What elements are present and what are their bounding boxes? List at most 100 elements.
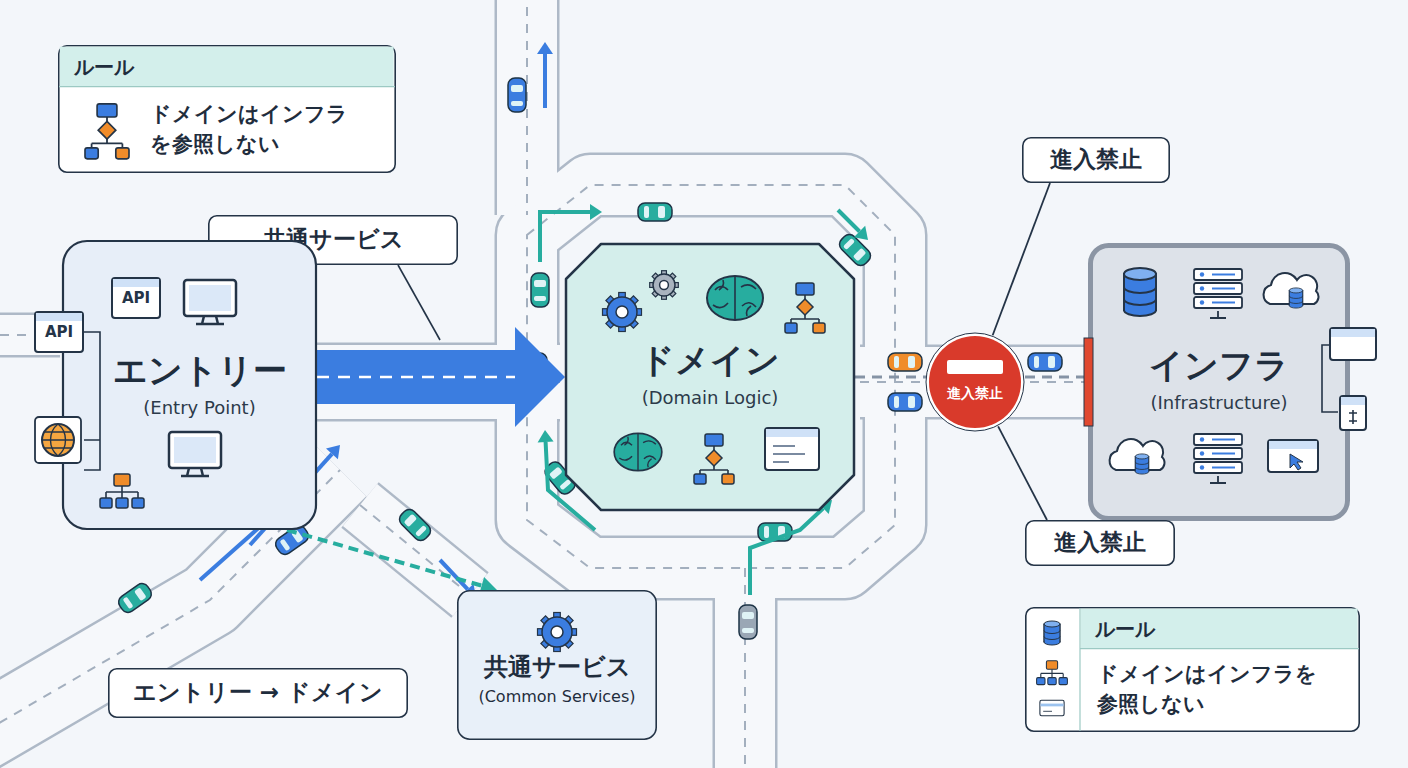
window-icon	[1340, 396, 1366, 430]
domain-region: ドメイン(Domain Logic)	[565, 243, 855, 511]
card-icon	[1040, 704, 1063, 707]
note-frame	[59, 46, 395, 172]
gear-icon	[633, 309, 642, 316]
car	[908, 356, 915, 368]
traffic-arrow	[854, 226, 868, 240]
server-icon	[1212, 439, 1235, 441]
server-icon	[1210, 311, 1226, 318]
connector-group	[998, 426, 1047, 520]
database-icon	[1289, 290, 1302, 305]
gear-icon	[653, 274, 675, 296]
node-title: 進入禁止	[1054, 528, 1146, 558]
server-icon	[1210, 476, 1226, 483]
car	[397, 507, 434, 544]
car	[404, 514, 417, 527]
window-icon	[773, 446, 805, 462]
leader-line	[398, 265, 440, 340]
icon-label: API	[35, 323, 83, 341]
note-divider	[1079, 608, 1080, 731]
flowchart-icon	[785, 283, 825, 333]
car	[888, 353, 922, 371]
connector-line	[287, 530, 484, 586]
no-entry-sign: 進入禁止	[925, 332, 1025, 432]
icon-connector	[1322, 345, 1338, 412]
note-frame	[1026, 608, 1359, 731]
region-outline	[1091, 246, 1348, 519]
text-area: ルールドメインはインフラ を参照しない	[58, 45, 396, 173]
window-icon	[112, 278, 160, 318]
gear-icon	[562, 637, 573, 648]
database-icon	[1135, 456, 1148, 471]
brain-icon	[614, 433, 662, 470]
database-icon	[1044, 621, 1060, 627]
brain-icon	[707, 276, 763, 320]
connector-line	[993, 183, 1050, 335]
gear-icon	[603, 309, 612, 316]
window-icon	[35, 312, 83, 352]
car	[888, 353, 922, 371]
server-icon	[1200, 286, 1204, 290]
car	[888, 393, 922, 411]
gear-icon	[551, 626, 563, 638]
window-icon	[1331, 329, 1375, 337]
node-subtitle: ドメインはインフラ を参照しない	[150, 99, 350, 160]
monitor-icon	[184, 280, 236, 316]
flowchart-icon	[785, 323, 797, 333]
window-icon	[36, 313, 82, 321]
node-title: エントリー	[113, 348, 287, 392]
car	[280, 539, 291, 552]
flowchart-icon	[116, 148, 129, 159]
connector-group	[287, 530, 497, 594]
flowchart-icon	[700, 446, 728, 474]
cloud-icon	[1264, 273, 1319, 304]
cloud-icon	[1264, 273, 1319, 304]
node-title: ルール	[1095, 616, 1155, 642]
server-icon	[1212, 302, 1235, 304]
gear-icon	[603, 293, 642, 332]
traffic-arrow	[537, 42, 553, 108]
traffic-arrow	[590, 204, 602, 220]
server-icon	[1194, 283, 1242, 294]
car	[638, 203, 672, 221]
window-icon	[1269, 441, 1317, 449]
car	[123, 597, 134, 610]
car	[888, 393, 922, 411]
sign-disc	[929, 336, 1021, 428]
callout-frame	[109, 669, 407, 717]
node-shape	[925, 332, 1025, 432]
text-area: ドメイン(Domain Logic)	[565, 338, 855, 410]
traffic-arrow	[540, 212, 590, 262]
node-subtitle: (Common Services)	[478, 687, 635, 708]
car	[291, 529, 304, 543]
car	[415, 525, 427, 537]
card-icon	[1040, 700, 1064, 715]
car	[531, 273, 549, 307]
monitor-icon	[189, 285, 231, 311]
octagon-outline	[566, 244, 854, 510]
server-icon	[1212, 467, 1235, 469]
org-icon	[1059, 678, 1067, 685]
globe-icon	[42, 424, 74, 456]
car	[638, 203, 672, 221]
traffic-arrow	[750, 500, 832, 595]
traffic-arrow	[543, 54, 547, 108]
traffic-arrow	[537, 42, 553, 54]
org-icon	[1046, 661, 1057, 669]
car	[644, 206, 649, 218]
text-area: エントリー(Entry Point)	[62, 348, 317, 420]
icon-connector	[83, 332, 100, 470]
connector-line	[998, 426, 1047, 520]
database-icon	[1044, 624, 1060, 642]
database-icon	[1289, 288, 1302, 293]
gear-icon	[554, 643, 561, 652]
cloud-icon	[1110, 439, 1165, 470]
car	[1028, 353, 1062, 371]
road-surface	[360, 505, 470, 595]
database-icon	[1124, 274, 1156, 310]
flowchart-icon	[796, 283, 814, 295]
car	[533, 356, 540, 368]
cloud-icon	[1110, 439, 1165, 470]
flowchart-icon	[791, 295, 819, 323]
server-icon	[1194, 434, 1242, 445]
